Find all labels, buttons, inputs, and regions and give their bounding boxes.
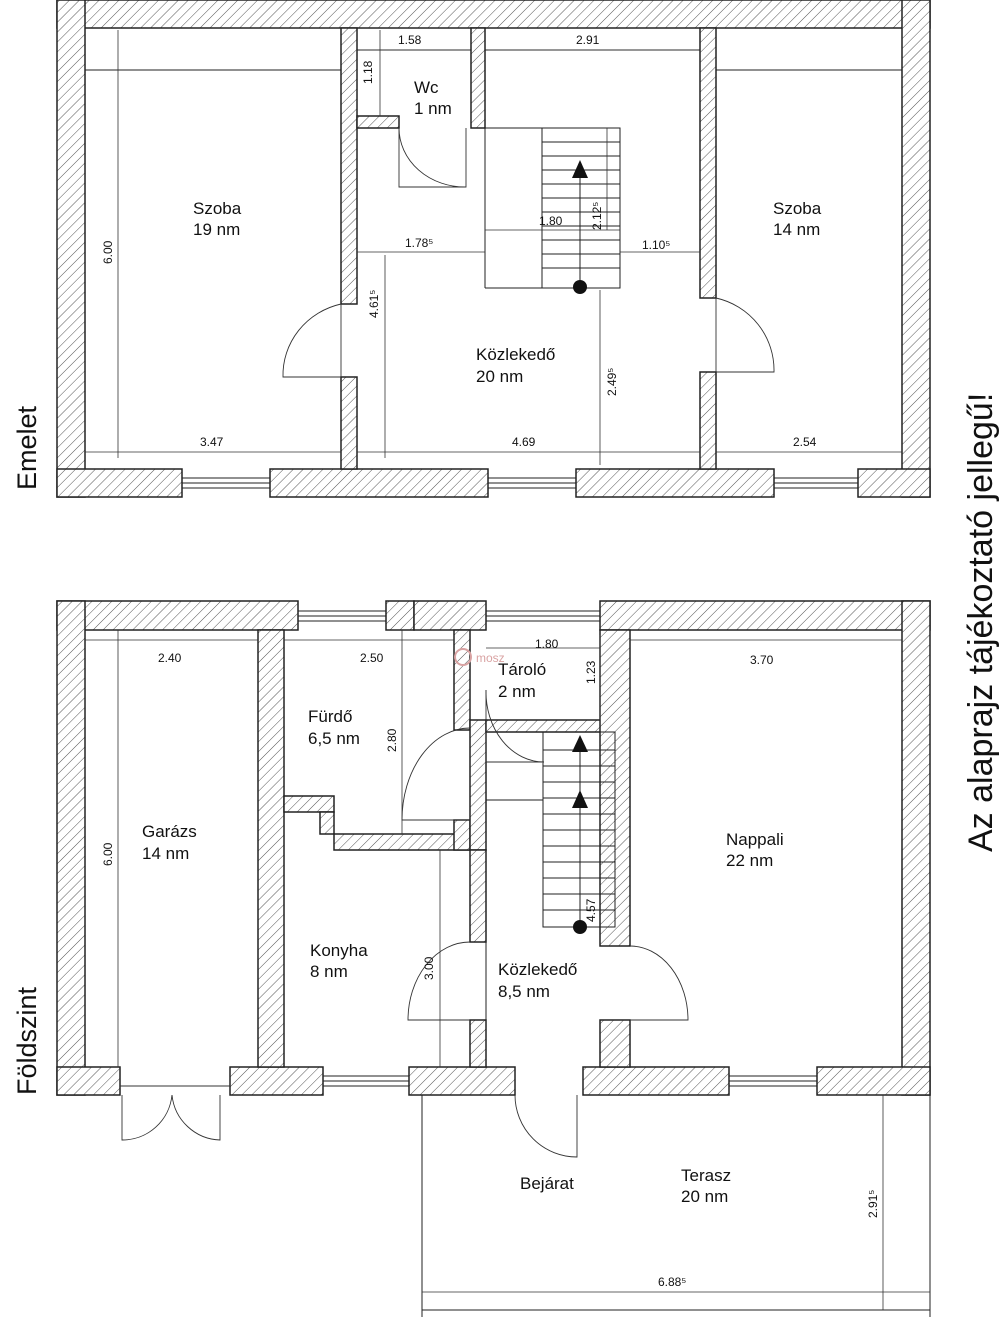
dimension-label: 1.80 <box>535 637 559 651</box>
floor-label-ground: Földszint <box>12 986 42 1095</box>
room-area: 2 nm <box>498 682 536 701</box>
dimension-label: 3.70 <box>750 653 774 667</box>
room-area: 8,5 nm <box>498 982 550 1001</box>
terrace <box>421 1095 931 1317</box>
dimension-label: 2.40 <box>158 651 182 665</box>
watermark: mosz <box>454 648 505 666</box>
dimension-label: 4.57 <box>584 898 598 922</box>
window <box>297 610 601 622</box>
dimension-label: 1.58 <box>398 33 422 47</box>
dimension-lines <box>85 30 902 465</box>
room-name: Nappali <box>726 830 784 849</box>
svg-text:mosz: mosz <box>476 651 505 665</box>
room-area: 8 nm <box>310 962 348 981</box>
dimension-label: 2.91⁵ <box>866 1190 880 1218</box>
dimension-label: 2.12⁵ <box>590 202 604 230</box>
dimension-label: 1.23 <box>584 660 598 684</box>
room-name: Konyha <box>310 941 368 960</box>
dimension-label: 6.00 <box>101 240 115 264</box>
window <box>322 1075 818 1087</box>
window <box>181 477 859 489</box>
staircase <box>486 731 616 934</box>
room-area: 14 nm <box>142 844 189 863</box>
room-area: 22 nm <box>726 851 773 870</box>
dimension-label: 3.47 <box>200 435 224 449</box>
room-name: Szoba <box>773 199 822 218</box>
room-area: 19 nm <box>193 220 240 239</box>
room-name: Közlekedő <box>498 960 577 979</box>
floor-label-upper: Emelet <box>12 405 42 490</box>
disclaimer-note: Az alaprajz tájékoztató jellegű! <box>962 393 1000 852</box>
dimension-label: 2.54 <box>793 435 817 449</box>
room-name: Közlekedő <box>476 345 555 364</box>
dimension-label: 2.50 <box>360 651 384 665</box>
dimension-label: 2.49⁵ <box>605 368 619 396</box>
room-name: Terasz <box>681 1166 731 1185</box>
dimension-label: 2.91 <box>576 33 600 47</box>
door <box>282 127 775 378</box>
dimension-lines <box>85 630 930 1310</box>
dimension-label: 2.80 <box>385 728 399 752</box>
dimension-label: 1.10⁵ <box>642 238 670 252</box>
door <box>120 689 689 1158</box>
room-name: Tároló <box>498 660 546 679</box>
room-area: 14 nm <box>773 220 820 239</box>
room-name: Szoba <box>193 199 242 218</box>
dimension-label: 3.00 <box>422 956 436 980</box>
dimension-label: 4.61⁵ <box>367 290 381 318</box>
room-name: Fürdő <box>308 707 352 726</box>
upper-floor: Szoba 19 nm Wc 1 nm Szoba 14 nm Közleked… <box>56 0 931 498</box>
room-area: 20 nm <box>476 367 523 386</box>
room-name: Bejárat <box>520 1174 574 1193</box>
room-name: Garázs <box>142 822 197 841</box>
ground-floor: Garázs 14 nm Fürdő 6,5 nm Tároló 2 nm Na… <box>56 600 931 1317</box>
dimension-label: 6.88⁵ <box>658 1275 686 1289</box>
dimension-label: 4.69 <box>512 435 536 449</box>
dimension-label: 1.18 <box>361 60 375 84</box>
dimension-label: 1.80 <box>539 214 563 228</box>
dimension-label: 1.78⁵ <box>405 236 433 250</box>
dimension-label: 6.00 <box>101 842 115 866</box>
room-area: 20 nm <box>681 1187 728 1206</box>
room-area: 6,5 nm <box>308 729 360 748</box>
room-name: Wc <box>414 78 439 97</box>
staircase <box>484 127 621 294</box>
room-area: 1 nm <box>414 99 452 118</box>
